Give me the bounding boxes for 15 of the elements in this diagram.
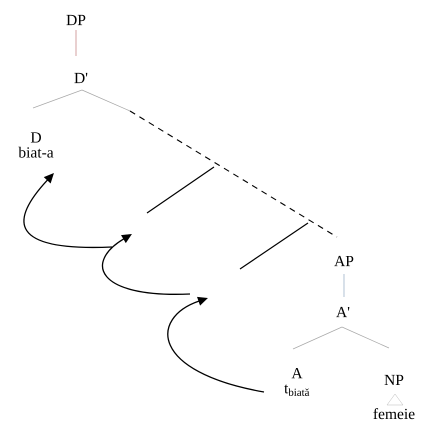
tree-label: A' — [336, 306, 350, 318]
tree-branch — [32, 90, 82, 108]
tree-branch — [82, 90, 338, 238]
tree-label: AP — [334, 256, 354, 266]
tree-label: NP femeie — [373, 374, 415, 420]
branch-line — [146, 166, 214, 214]
tree-label: A t$_{biată}$ — [284, 368, 310, 396]
tree-branch — [342, 326, 390, 348]
tree-branch — [292, 326, 342, 350]
branch-line — [240, 222, 308, 270]
tree-label: D biat-a — [18, 132, 54, 158]
movement-arrow — [102, 234, 190, 295]
movement-arrow — [167, 296, 264, 393]
tree-label: D' — [74, 72, 88, 84]
tree-label: DP — [66, 14, 86, 26]
